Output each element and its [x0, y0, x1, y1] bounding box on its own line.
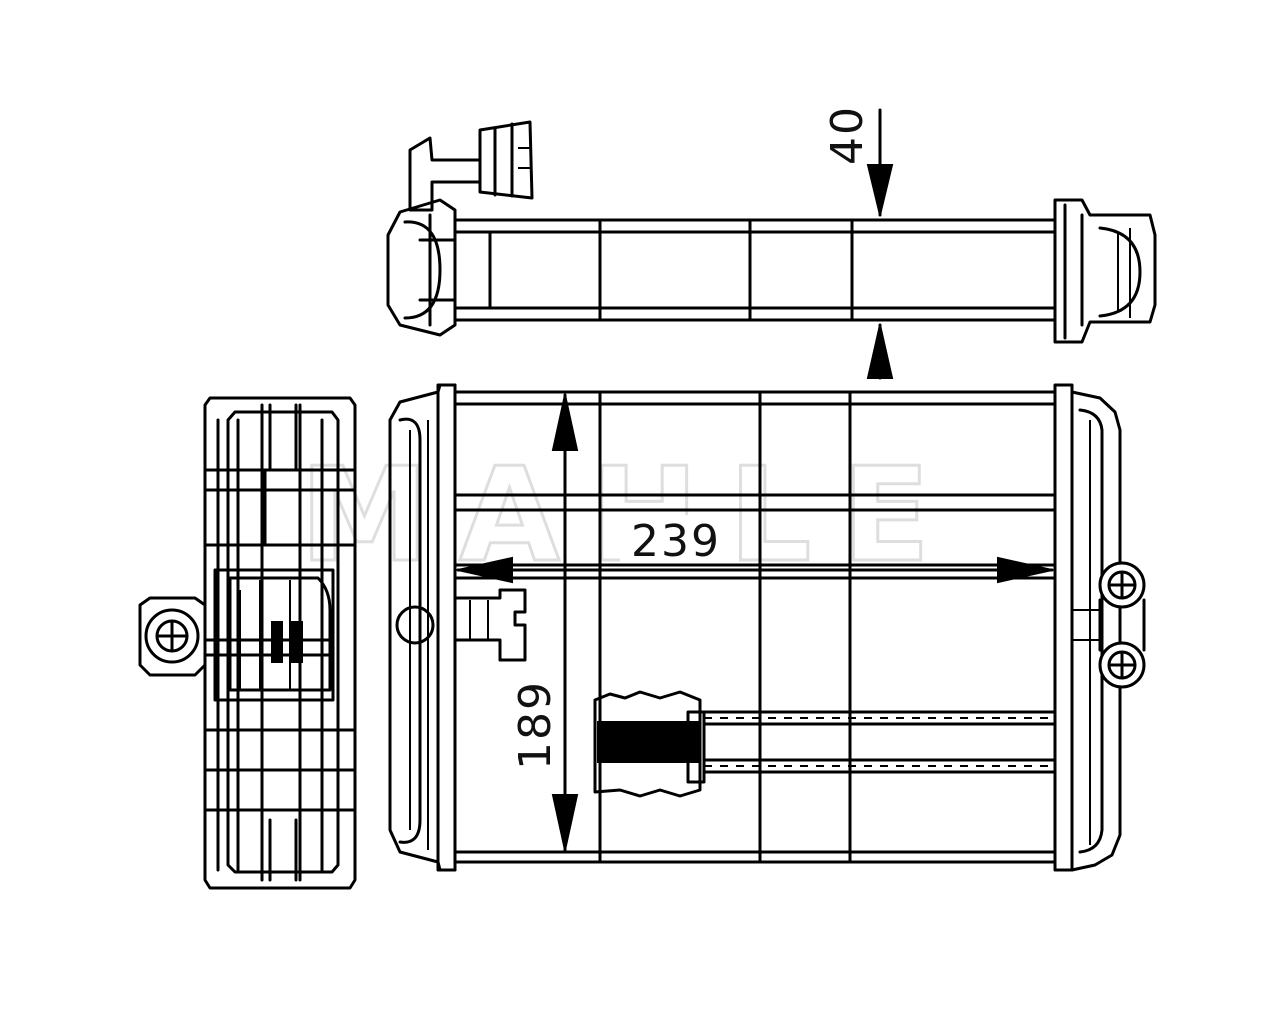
watermark-logo: MAHLE	[298, 438, 960, 593]
top-view	[386, 120, 1157, 344]
width-dimension-label: 239	[631, 516, 721, 567]
watermark-text: MAHLE	[300, 439, 960, 591]
arrow-up-icon	[866, 324, 894, 379]
side-view-outline	[203, 396, 357, 890]
side-view	[138, 396, 357, 890]
height-dimension: 189	[510, 393, 579, 852]
width-dimension: 239	[456, 515, 1054, 584]
front-view	[388, 383, 1146, 872]
arrow-left-icon	[457, 556, 513, 584]
height-dimension-label: 189	[510, 680, 561, 770]
depth-dimension: 40	[822, 105, 894, 380]
top-view-core	[453, 218, 1057, 322]
arrow-right-icon	[997, 556, 1053, 584]
depth-dimension-label: 40	[822, 105, 873, 165]
sensor-clip	[593, 690, 1057, 798]
arrow-up-icon	[551, 394, 579, 451]
arrow-down-icon	[551, 794, 579, 851]
arrow-down-icon	[866, 164, 894, 216]
